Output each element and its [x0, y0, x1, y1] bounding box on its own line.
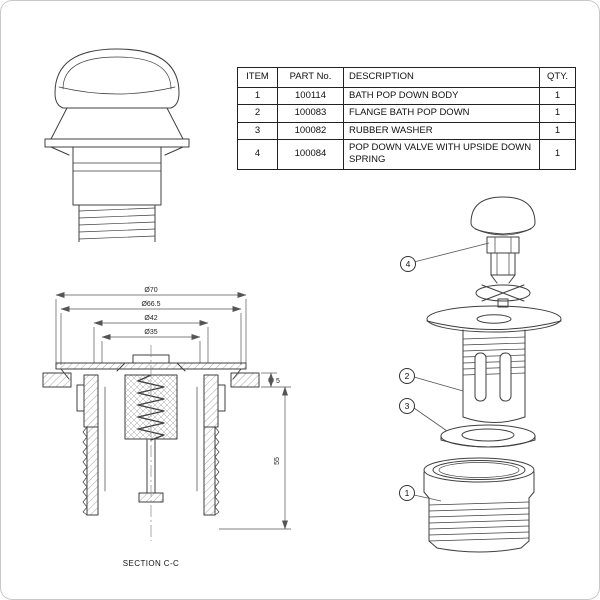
spring-retainer	[475, 284, 531, 302]
part-4-pop-down-valve	[470, 196, 536, 308]
exploded-view-drawing: 4 2 3 1	[399, 196, 562, 553]
cell-part-no: 100083	[277, 104, 344, 123]
part-2-flange	[426, 305, 562, 423]
dim-5: 5	[276, 378, 280, 385]
callout-number-1: 1	[405, 488, 410, 498]
callout-balloon-4	[400, 256, 416, 272]
header-part-no: PART No.	[277, 67, 344, 88]
callout-balloon-2	[399, 368, 415, 384]
callout-number-4: 4	[406, 259, 411, 269]
body-cylinder	[72, 146, 162, 206]
dim-55: 55	[274, 457, 281, 465]
parts-table-header-row: ITEM PART No. DESCRIPTION QTY.	[237, 67, 576, 88]
table-row-2: 2 100083 FLANGE BATH POP DOWN 1	[237, 104, 576, 123]
body-wall-right-upper	[203, 374, 219, 428]
body-wall-left-upper	[83, 374, 99, 428]
cell-qty: 1	[539, 86, 576, 106]
assembled-side-view-drawing	[44, 48, 190, 242]
flange-top	[426, 305, 562, 333]
section-label: SECTION C-C	[123, 559, 179, 568]
cell-part-no: 100084	[277, 139, 344, 170]
dim-d70: Ø70	[144, 287, 157, 294]
cell-item: 3	[237, 121, 278, 141]
thread-profile-left	[82, 426, 88, 516]
flange-slot	[474, 352, 487, 402]
cell-item: 2	[237, 104, 278, 123]
cap-dome-outline	[54, 48, 180, 109]
deck-cut-left	[42, 372, 72, 388]
cell-item: 4	[237, 139, 278, 170]
thread-profile-right	[214, 426, 220, 516]
escutcheon-cone	[50, 107, 184, 140]
dim-d66-5: Ø66.5	[141, 301, 160, 308]
dim-d42: Ø42	[144, 315, 157, 322]
section-view-drawing: Ø70 Ø66.5 Ø42 Ø35 5 55 SECTION C-C	[42, 287, 291, 568]
dimension-texts: Ø70 Ø66.5 Ø42 Ø35 5 55	[141, 287, 281, 465]
parts-table: ITEM PART No. DESCRIPTION QTY. 1 100114 …	[237, 67, 576, 170]
cell-description: RUBBER WASHER	[343, 121, 540, 141]
table-row-1: 1 100114 BATH POP DOWN BODY 1	[237, 86, 576, 106]
cell-description: FLANGE BATH POP DOWN	[343, 104, 540, 123]
flange-disc	[44, 138, 190, 148]
body-wall-left-lower	[86, 426, 99, 516]
pop-down-body-side-view	[44, 48, 190, 242]
dimension-lines	[55, 292, 291, 530]
header-item: ITEM	[237, 67, 278, 88]
table-row-3: 3 100082 RUBBER WASHER 1	[237, 121, 576, 141]
cell-qty: 1	[539, 104, 576, 123]
valve-cap	[470, 196, 536, 235]
header-qty: QTY.	[539, 67, 576, 88]
body-rim	[423, 457, 535, 483]
callout-balloon-3	[399, 398, 415, 414]
male-thread	[78, 204, 156, 242]
callouts: 4 2 3 1	[399, 242, 490, 502]
body-wall-right-lower	[203, 426, 216, 516]
part-3-rubber-washer	[440, 424, 536, 448]
cell-qty: 1	[539, 139, 576, 170]
section-geometry	[42, 354, 260, 516]
callout-balloon-1	[399, 485, 415, 501]
cell-part-no: 100114	[277, 86, 344, 106]
cell-part-no: 100082	[277, 121, 344, 141]
cell-description: POP DOWN VALVE WITH UPSIDE DOWN SPRING	[343, 139, 540, 170]
locknut-step	[76, 384, 226, 412]
cell-qty: 1	[539, 121, 576, 141]
cell-description: BATH POP DOWN BODY	[343, 86, 540, 106]
cell-item: 1	[237, 86, 278, 106]
callout-number-3: 3	[405, 401, 410, 411]
dim-d35: Ø35	[144, 329, 157, 336]
header-description: DESCRIPTION	[343, 67, 540, 88]
flange-slot	[499, 352, 512, 402]
part-1-body	[423, 457, 535, 553]
deck-cut-right	[230, 372, 260, 388]
callout-number-2: 2	[405, 371, 410, 381]
table-row-4: 4 100084 POP DOWN VALVE WITH UPSIDE DOWN…	[237, 139, 576, 170]
